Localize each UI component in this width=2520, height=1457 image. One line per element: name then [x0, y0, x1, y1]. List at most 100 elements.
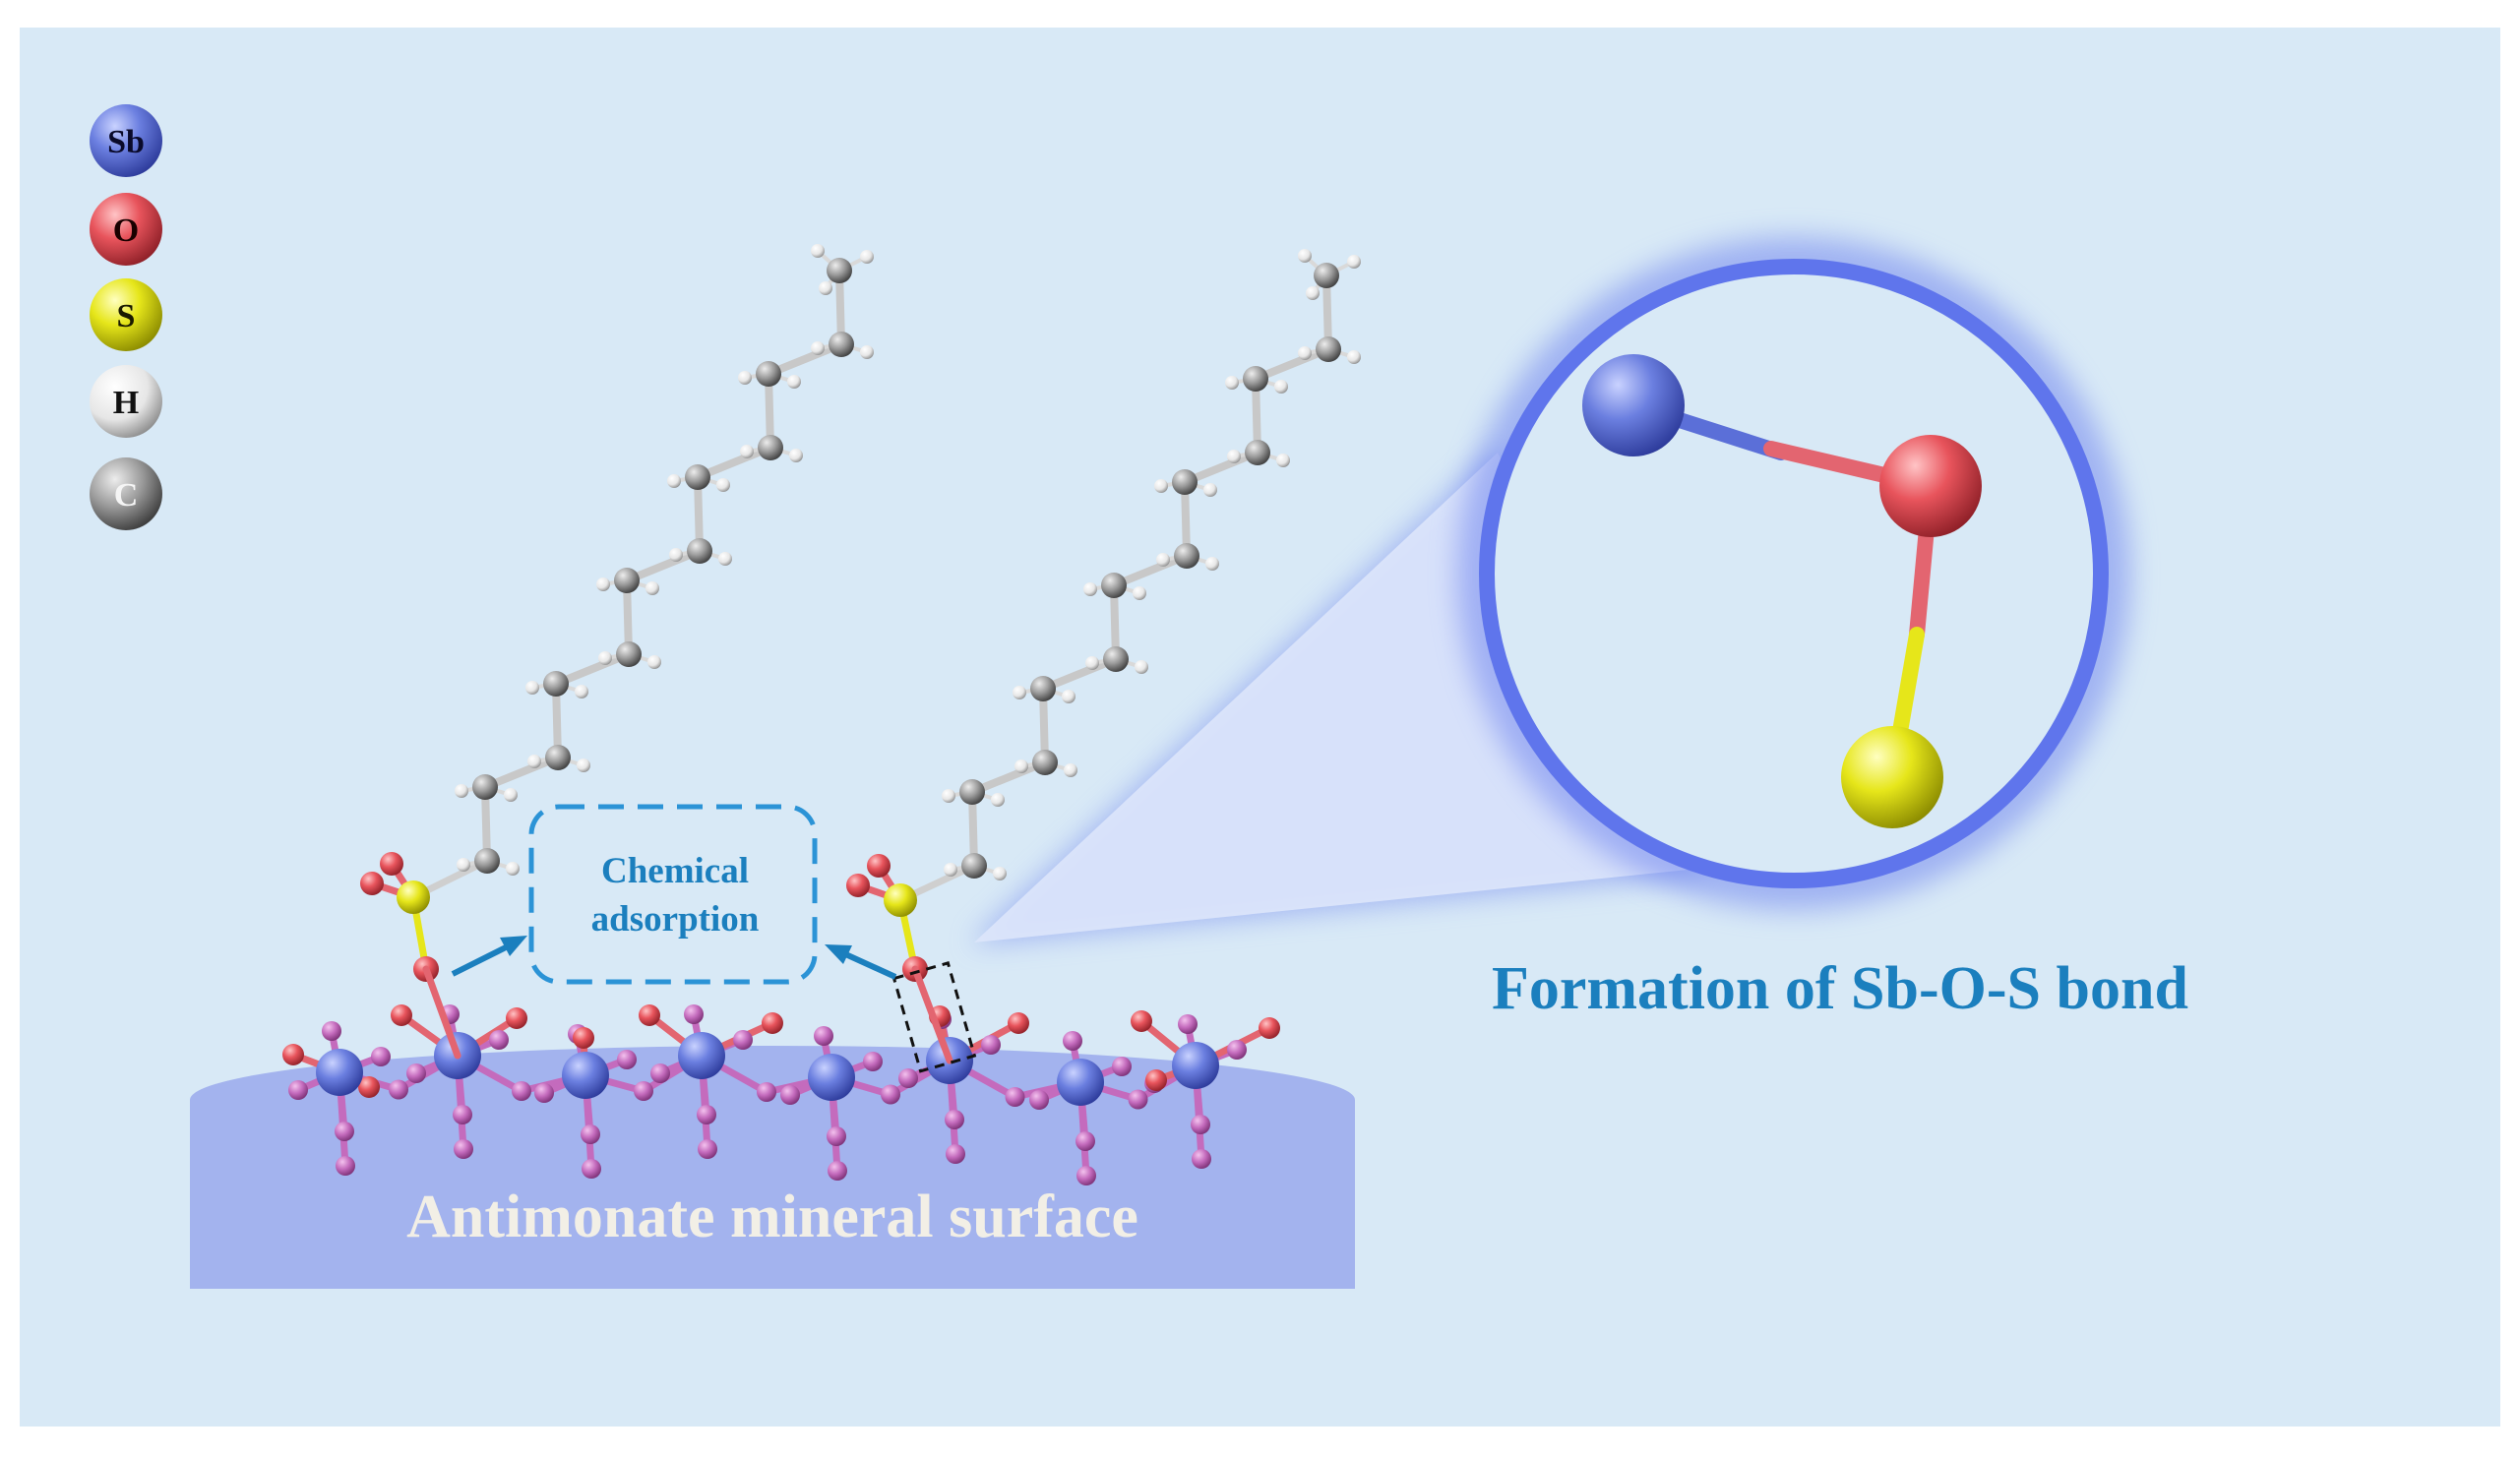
c-atom — [1314, 263, 1339, 288]
lattice-o-atom — [389, 1079, 408, 1100]
h-atom — [860, 345, 874, 359]
lattice-o-atom — [512, 1081, 531, 1101]
c-atom — [472, 774, 498, 800]
lattice-o-atom — [336, 1156, 355, 1176]
lattice-o-atom — [684, 1004, 704, 1024]
lattice-sb-atom — [316, 1049, 363, 1096]
lattice-o-atom — [322, 1021, 341, 1041]
arrow-left-head — [500, 936, 527, 956]
lattice-o-atom — [288, 1080, 308, 1100]
surface-o-atom — [639, 1004, 660, 1026]
lattice-sb-atom — [1172, 1042, 1219, 1089]
h-atom — [1013, 686, 1026, 699]
h-atom — [577, 759, 590, 772]
h-atom — [1276, 454, 1290, 467]
legend-label: Sb — [107, 124, 145, 160]
bond-highlight-box — [891, 961, 977, 1073]
o-atom-icon — [90, 193, 162, 266]
surface-o-atom — [1145, 1069, 1167, 1091]
surface-o-atom — [282, 1044, 304, 1065]
callout-inner — [1499, 278, 2089, 869]
o-atom — [867, 854, 891, 878]
s-atom-icon — [90, 278, 162, 351]
h-atom — [860, 250, 874, 264]
c-c-bond — [623, 547, 704, 584]
lattice-sb-atom — [808, 1054, 855, 1101]
lattice-o-atom — [1227, 1040, 1247, 1060]
lattice-o-atom — [898, 1068, 918, 1088]
lattice-o-atom — [1192, 1149, 1211, 1169]
arrow-right-head — [825, 944, 852, 964]
lattice-o-atom — [1112, 1057, 1132, 1076]
h-atom — [740, 445, 754, 458]
bond-formation-title: Formation of Sb-O-S bond — [1492, 955, 2188, 1022]
h-atom — [598, 651, 612, 665]
lattice-sb-atom — [678, 1032, 725, 1079]
lattice-o-atom — [650, 1063, 670, 1083]
lattice-o-atom — [453, 1105, 472, 1124]
lattice-o-atom — [1076, 1131, 1095, 1151]
surface-o-atom — [573, 1027, 594, 1049]
c-atom — [543, 671, 569, 697]
lattice-o-atom — [733, 1030, 753, 1050]
legend-item-sb: Sb — [90, 104, 162, 177]
h-atom — [504, 788, 518, 802]
lattice-o-atom — [981, 1035, 1001, 1055]
c-atom — [1030, 676, 1056, 701]
h-atom — [1298, 346, 1312, 360]
c-atom — [1172, 469, 1198, 495]
c-atom — [959, 779, 985, 805]
lattice-o-atom — [863, 1052, 883, 1071]
c-atom — [1103, 646, 1129, 672]
h-atom — [669, 548, 683, 562]
lattice-atoms — [282, 1004, 1280, 1185]
c-atom — [756, 361, 781, 387]
c-atom — [961, 853, 987, 879]
h-atom — [1227, 450, 1241, 463]
c-c-bond — [765, 340, 845, 378]
surface-o-atom — [1008, 1012, 1029, 1034]
h-atom — [575, 685, 588, 698]
lattice-o-atom — [534, 1083, 554, 1103]
legend-item-s: S — [90, 278, 162, 351]
h-atom — [1064, 763, 1077, 777]
h-atom — [1298, 249, 1312, 263]
surface-o-atom — [1131, 1010, 1152, 1032]
s-atom — [397, 880, 430, 914]
lattice-o-atom — [698, 1139, 717, 1159]
h-atom — [1274, 380, 1288, 394]
h-atom-icon — [90, 365, 162, 438]
zoom-callout — [969, 237, 2130, 944]
h-atom — [993, 867, 1007, 880]
lattice-o-atom — [1029, 1090, 1049, 1110]
lattice-o-atom — [780, 1085, 800, 1105]
lattice-sb-atom — [562, 1052, 609, 1099]
h-atom — [1306, 286, 1320, 300]
h-atom — [596, 577, 610, 591]
lattice-o-atom — [581, 1124, 600, 1144]
lattice-o-atom — [634, 1081, 653, 1101]
lattice-o-atom — [617, 1050, 637, 1069]
lattice-o-atom — [406, 1063, 426, 1083]
h-atom — [525, 681, 539, 695]
c-c-bond — [1252, 345, 1332, 383]
h-atom — [1154, 479, 1168, 493]
h-atom — [1347, 350, 1361, 364]
legend-label: S — [117, 298, 136, 334]
sulfonate-molecule-left — [360, 244, 874, 1060]
c-atom — [1245, 440, 1270, 465]
c-c-bond — [694, 444, 774, 481]
legend-item-o: O — [90, 193, 162, 266]
h-atom — [457, 858, 470, 872]
h-atom — [1135, 660, 1148, 674]
h-atom — [738, 371, 752, 385]
atom-legend: Sb O S H C — [90, 104, 162, 530]
c-atom — [1032, 750, 1058, 775]
c-c-bond — [1039, 655, 1120, 693]
c-atom — [829, 332, 854, 357]
lattice-o-atom — [335, 1122, 354, 1141]
o-atom — [360, 872, 384, 895]
lattice-o-atom — [946, 1144, 965, 1164]
surface-label: Antimonate mineral surface — [406, 1184, 1138, 1250]
h-atom — [455, 784, 468, 798]
